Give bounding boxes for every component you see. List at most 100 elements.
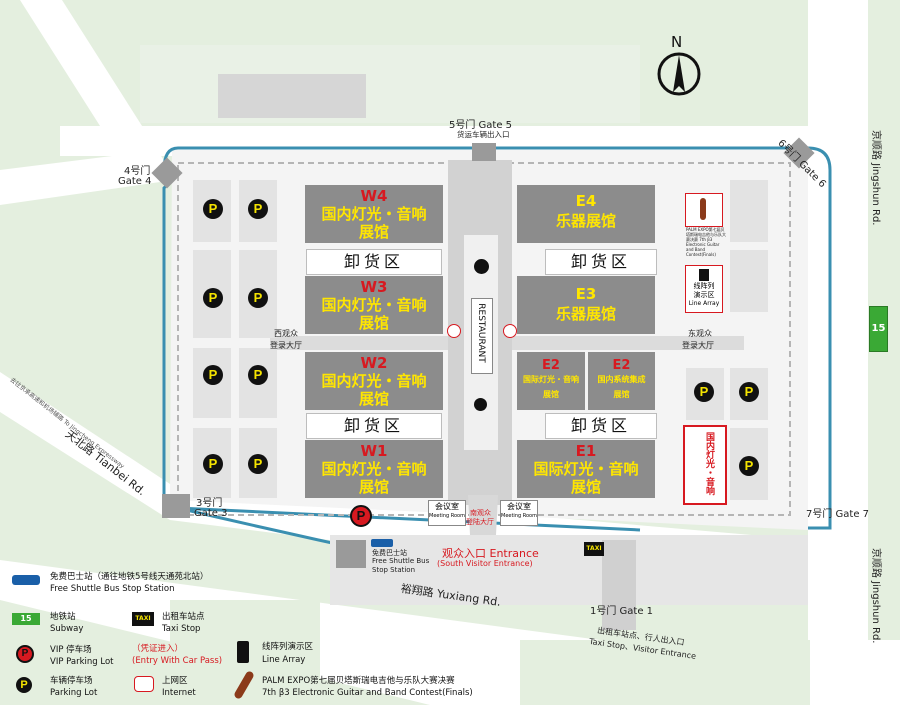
legend-taxi-en: Taxi Stop	[162, 624, 201, 634]
hall-e2b-name: 国内系统集成	[597, 375, 646, 384]
hall-e1[interactable]: E1 国际灯光・音响 展馆	[517, 440, 655, 498]
east-crosswalk	[512, 336, 744, 350]
parking-icon: P	[248, 199, 268, 219]
hall-w2[interactable]: W2 国内灯光・音响 展馆	[305, 352, 443, 410]
parking-icon: P	[203, 199, 223, 219]
hall-e4[interactable]: E4 乐器展馆	[517, 185, 655, 243]
parking-icon: P	[248, 365, 268, 385]
hall-e2-international[interactable]: E2 国际灯光・音响 展馆	[517, 352, 585, 410]
parking-icon: P	[694, 382, 714, 402]
hall-w3-code: W3	[360, 278, 388, 296]
gate-4-label-en: Gate 4	[118, 176, 152, 187]
metro-logo-icon	[474, 259, 489, 274]
legend-internet-cn: 上网区	[162, 676, 188, 686]
parking-lot-e1	[730, 180, 768, 242]
line-array-box[interactable]: 线阵列 演示区 Line Array	[685, 265, 723, 313]
legend-palm-cn: PALM EXPO第七届贝塔斯瑞电吉他与乐队大赛决赛	[262, 676, 455, 686]
gate-south-west[interactable]	[336, 540, 366, 568]
hall-w1[interactable]: W1 国内灯光・音响 展馆	[305, 440, 443, 498]
legend-pass-cn: （凭证进入）	[132, 644, 184, 654]
gate-5-sub: 货运车辆出入口	[457, 130, 510, 139]
north-block	[140, 45, 640, 123]
hall-w2-name2: 展馆	[358, 390, 389, 408]
legend-taxi-icon: TAXI	[132, 612, 154, 626]
subway-sign-icon: 15	[869, 306, 888, 352]
hall-e2a-name2: 展馆	[543, 390, 559, 399]
gate-1-label: 1号门 Gate 1	[590, 606, 654, 617]
restaurant[interactable]	[471, 298, 493, 374]
meeting-room-east[interactable]: 会议室 Meeting Room	[500, 500, 538, 526]
hall-e2b-name2: 展馆	[613, 390, 630, 399]
hall-e2a-name: 国际灯光・音响	[523, 375, 579, 384]
hall-w3-name2: 展馆	[358, 314, 389, 332]
hall-e1-name2: 展馆	[570, 478, 601, 496]
legend-internet-en: Internet	[162, 688, 196, 698]
south-entrance-sub: (South Visitor Entrance)	[437, 559, 533, 568]
hall-e4-name: 乐器展馆	[555, 212, 616, 230]
legend-vip-cn: VIP 停车场	[50, 645, 92, 655]
hall-e2a-code: E2	[542, 358, 560, 373]
gate-7-label: 7号门 Gate 7	[806, 509, 870, 520]
parking-icon: P	[203, 365, 223, 385]
meeting-room-en: Meeting Room	[429, 513, 465, 519]
parking-icon: P	[248, 454, 268, 474]
compass-label: N	[671, 33, 683, 51]
hall-w1-name: 国内灯光・音响	[321, 460, 427, 478]
hall-e3-code: E3	[575, 285, 597, 303]
internet-icon	[503, 324, 517, 338]
hall-e4-code: E4	[575, 192, 597, 210]
hall-e3-name: 乐器展馆	[555, 305, 616, 323]
legend-linearray-cn: 线阵列演示区	[262, 642, 314, 652]
legend-bus-icon	[12, 575, 40, 585]
hall-w2-name: 国内灯光・音响	[321, 372, 427, 390]
hall-e3[interactable]: E3 乐器展馆	[517, 276, 655, 334]
tianbei-road	[0, 372, 170, 520]
east-lobby-label2: 登录大厅	[682, 341, 714, 350]
legend-lot-en: Parking Lot	[50, 688, 98, 698]
meeting-room-west[interactable]: 会议室 Meeting Room	[428, 500, 466, 526]
unloading-area-e4: 卸货区	[545, 249, 657, 275]
parking-icon: P	[203, 454, 223, 474]
hall-e1-code: E1	[575, 442, 597, 460]
vip-parking-icon: P	[350, 505, 372, 527]
legend-parking-icon: P	[16, 677, 32, 693]
meeting-room-cn: 会议室	[507, 502, 531, 511]
hall-w4[interactable]: W4 国内灯光・音响 展馆	[305, 185, 443, 243]
legend-subway-cn: 地铁站	[50, 612, 76, 622]
hall-e2-system[interactable]: E2 国内系统集成 展馆	[588, 352, 655, 410]
legend-palm-en: 7th β3 Electronic Guitar and Band Contes…	[262, 688, 473, 698]
parking-lot-e2	[730, 250, 768, 312]
compass-icon	[657, 52, 701, 96]
gate1-road	[602, 540, 636, 630]
hall-w3[interactable]: W3 国内灯光・音响 展馆	[305, 276, 443, 334]
shuttle-stop-label2: Free Shuttle Bus	[372, 557, 430, 565]
red-vertical-box[interactable]	[683, 425, 727, 505]
shuttle-stop-label3: Stop Station	[372, 566, 416, 574]
road-jingshun-bottom: 京顺路 Jingshun Rd.	[870, 548, 881, 644]
top-corridor-cap	[462, 160, 498, 200]
meeting-room-cn: 会议室	[435, 502, 459, 511]
gate-5[interactable]	[472, 143, 496, 161]
unloading-area-w2: 卸货区	[306, 413, 442, 439]
shuttle-bus-icon	[371, 539, 393, 547]
south-lobby-label: 南观众	[470, 509, 491, 517]
legend-speaker-icon	[237, 641, 249, 663]
unloading-area-e2: 卸货区	[545, 413, 657, 439]
southeast-green-block	[520, 640, 810, 705]
west-lobby-label2: 登录大厅	[270, 341, 302, 350]
parking-icon: P	[203, 288, 223, 308]
parking-icon: P	[739, 382, 759, 402]
hall-w1-name2: 展馆	[358, 478, 389, 496]
road-jingshun-top: 京顺路 Jingshun Rd.	[870, 130, 881, 226]
line-array-label: 线阵列	[693, 282, 715, 290]
legend-pass-en: (Entry With Car Pass)	[132, 656, 223, 666]
hall-w3-name: 国内灯光・音响	[321, 296, 427, 314]
hall-w2-code: W2	[360, 354, 388, 372]
legend-internet-icon	[134, 676, 154, 692]
legend-lot-cn: 车辆停车场	[50, 676, 93, 686]
gate-3[interactable]	[162, 494, 190, 518]
metro-logo-icon	[474, 398, 487, 411]
legend-subway-en: Subway	[50, 624, 84, 634]
hall-e1-name: 国际灯光・音响	[533, 460, 639, 478]
restaurant-label: RESTAURANT	[476, 303, 486, 363]
